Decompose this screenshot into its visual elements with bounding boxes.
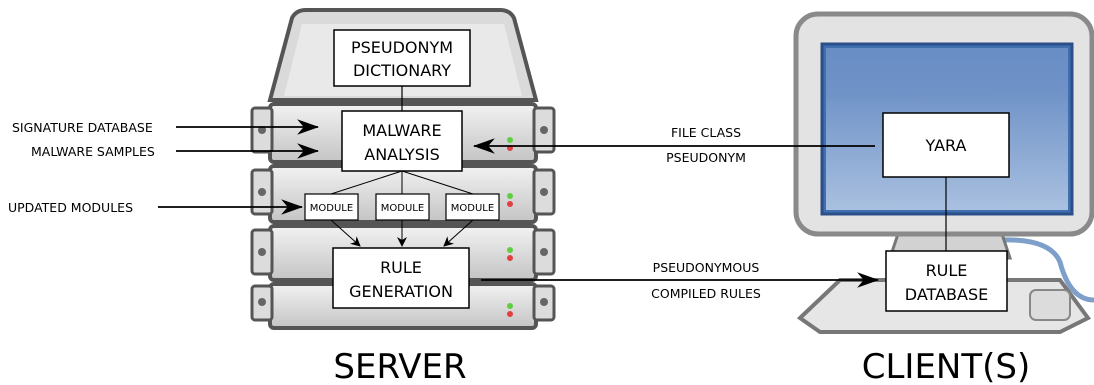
module-3-to-rulegen-arrow	[443, 219, 474, 247]
pseudonym-dictionary-line-2: DICTIONARY	[353, 61, 451, 80]
compiled-rules-label: COMPILED RULES	[651, 286, 761, 301]
rule-generation-line-1: RULE	[380, 258, 422, 277]
rule-generation-box: RULE GENERATION	[332, 247, 470, 309]
rule-database-line-2: DATABASE	[905, 285, 988, 304]
module-3-label: MODULE	[451, 203, 494, 214]
server-caption: SERVER	[333, 347, 466, 385]
module-1-to-rulegen-arrow	[330, 219, 361, 247]
module-box-1: MODULE	[304, 193, 359, 221]
pseudonymous-label: PSEUDONYMOUS	[653, 260, 760, 275]
file-class-label: FILE CLASS	[671, 125, 741, 140]
rule-generation-line-2: GENERATION	[349, 282, 453, 301]
module-2-label: MODULE	[381, 203, 424, 214]
rule-database-box: RULE DATABASE	[885, 250, 1008, 312]
analysis-to-module-1-line	[330, 170, 403, 195]
analysis-to-module-3-line	[401, 170, 474, 195]
pseudonym-label: PSEUDONYM	[666, 150, 746, 165]
malware-analysis-line-1: MALWARE	[362, 121, 441, 140]
pseudonym-dictionary-box: PSEUDONYM DICTIONARY	[333, 29, 471, 87]
signature-database-label: SIGNATURE DATABASE	[12, 120, 153, 135]
malware-samples-label: MALWARE SAMPLES	[31, 144, 155, 159]
rule-database-line-1: RULE	[926, 261, 968, 280]
malware-analysis-line-2: ANALYSIS	[364, 145, 439, 164]
pseudonym-dictionary-line-1: PSEUDONYM	[351, 38, 453, 57]
module-1-label: MODULE	[310, 203, 353, 214]
module-box-2: MODULE	[375, 193, 430, 221]
yara-box: YARA	[882, 112, 1010, 178]
client-caption: CLIENT(S)	[862, 347, 1031, 385]
yara-label: YARA	[925, 136, 967, 155]
module-box-3: MODULE	[445, 193, 500, 221]
updated-modules-label: UPDATED MODULES	[8, 200, 133, 215]
malware-analysis-box: MALWARE ANALYSIS	[341, 110, 463, 172]
